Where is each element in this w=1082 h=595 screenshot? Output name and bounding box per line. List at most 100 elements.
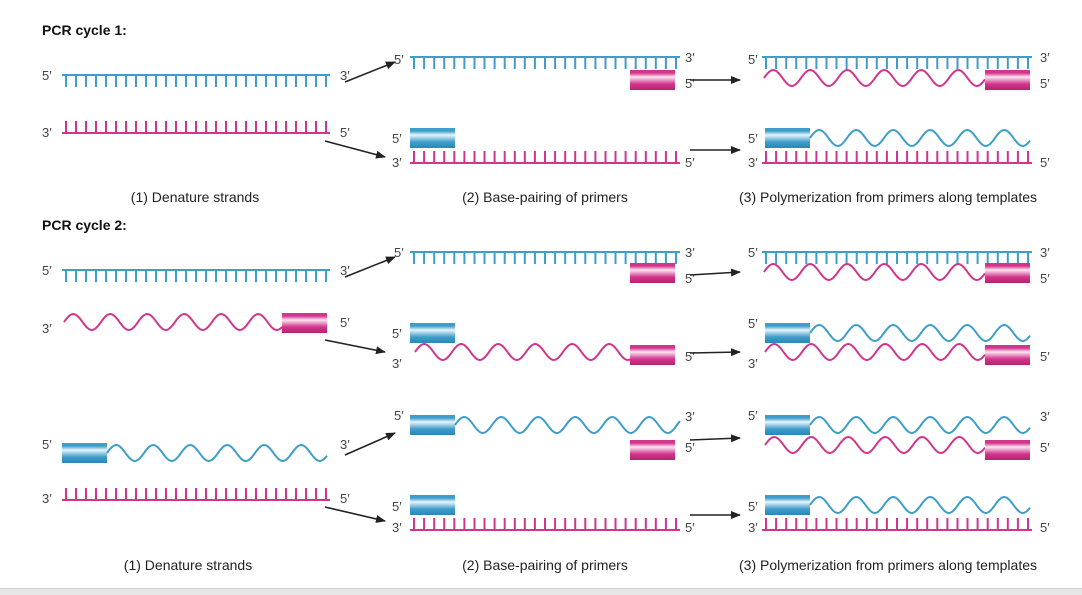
template-wave-blue xyxy=(454,415,681,435)
five-prime-label: 5′ xyxy=(392,326,402,341)
primer-forward xyxy=(410,415,455,435)
arrow-icon xyxy=(689,268,741,277)
five-prime-label: 5′ xyxy=(1040,440,1050,455)
template-strand-top xyxy=(410,251,680,264)
five-prime-label: 5′ xyxy=(685,349,695,364)
primer-forward xyxy=(410,323,455,343)
three-prime-label: 3′ xyxy=(748,356,758,371)
template-strand-top xyxy=(410,56,680,69)
primer-reverse xyxy=(282,313,327,333)
template-strand-bottom xyxy=(410,518,680,531)
primer-forward xyxy=(765,128,810,148)
five-prime-label: 5′ xyxy=(394,52,404,67)
arrow-icon xyxy=(344,432,396,456)
three-prime-label: 3′ xyxy=(392,356,402,371)
template-strand-bottom xyxy=(62,121,330,134)
template-strand-top xyxy=(762,56,1032,69)
new-strand-blue xyxy=(809,495,1031,515)
template-strand-bottom xyxy=(410,151,680,164)
primer-forward xyxy=(765,495,810,515)
three-prime-label: 3′ xyxy=(42,125,52,140)
primer-forward xyxy=(410,495,455,515)
three-prime-label: 3′ xyxy=(392,520,402,535)
three-prime-label: 3′ xyxy=(685,245,695,260)
three-prime-label: 3′ xyxy=(340,68,350,83)
three-prime-label: 3′ xyxy=(42,321,52,336)
arrow-icon xyxy=(689,348,741,357)
five-prime-label: 5′ xyxy=(685,440,695,455)
caption-step2: (2) Base-pairing of primers xyxy=(462,557,628,573)
five-prime-label: 5′ xyxy=(685,271,695,286)
five-prime-label: 5′ xyxy=(685,155,695,170)
bottom-scroll-border xyxy=(0,588,1082,595)
five-prime-label: 5′ xyxy=(394,245,404,260)
five-prime-label: 5′ xyxy=(340,125,350,140)
five-prime-label: 5′ xyxy=(748,316,758,331)
primer-reverse xyxy=(630,70,675,90)
five-prime-label: 5′ xyxy=(42,263,52,278)
primer-forward xyxy=(62,443,107,463)
five-prime-label: 5′ xyxy=(392,131,402,146)
five-prime-label: 5′ xyxy=(1040,349,1050,364)
template-strand-bottom xyxy=(762,151,1032,164)
template-wave-magenta xyxy=(63,312,283,332)
three-prime-label: 3′ xyxy=(392,155,402,170)
primer-reverse xyxy=(985,70,1030,90)
template-strand-top xyxy=(62,269,330,282)
five-prime-label: 5′ xyxy=(748,52,758,67)
three-prime-label: 3′ xyxy=(340,263,350,278)
primer-forward xyxy=(765,323,810,343)
primer-reverse xyxy=(985,440,1030,460)
caption-step1: (1) Denature strands xyxy=(131,189,259,205)
caption-step3: (3) Polymerization from primers along te… xyxy=(739,557,1037,573)
five-prime-label: 5′ xyxy=(748,499,758,514)
five-prime-label: 5′ xyxy=(1040,271,1050,286)
new-strand-blue xyxy=(809,128,1031,148)
primer-reverse xyxy=(985,263,1030,283)
primer-reverse xyxy=(985,345,1030,365)
new-strand-magenta xyxy=(763,262,986,282)
five-prime-label: 5′ xyxy=(42,437,52,452)
three-prime-label: 3′ xyxy=(42,491,52,506)
template-strand-bottom xyxy=(62,488,330,501)
five-prime-label: 5′ xyxy=(748,245,758,260)
five-prime-label: 5′ xyxy=(394,408,404,423)
five-prime-label: 5′ xyxy=(685,520,695,535)
five-prime-label: 5′ xyxy=(340,315,350,330)
new-strand-blue xyxy=(809,415,1031,435)
template-strand-top xyxy=(762,251,1032,264)
arrow-icon xyxy=(689,434,741,443)
five-prime-label: 5′ xyxy=(1040,155,1050,170)
caption-step2: (2) Base-pairing of primers xyxy=(462,189,628,205)
new-strand-magenta xyxy=(764,435,986,455)
arrow-icon xyxy=(344,61,396,83)
three-prime-label: 3′ xyxy=(748,155,758,170)
template-wave-magenta xyxy=(764,342,986,362)
arrow-icon xyxy=(324,140,386,159)
five-prime-label: 5′ xyxy=(685,76,695,91)
arrow-icon xyxy=(324,506,386,523)
new-strand-blue xyxy=(809,323,1031,343)
arrow-icon xyxy=(324,339,386,355)
five-prime-label: 5′ xyxy=(42,68,52,83)
three-prime-label: 3′ xyxy=(1040,245,1050,260)
template-strand-bottom xyxy=(762,518,1032,531)
new-strand-magenta xyxy=(763,68,986,88)
primer-reverse xyxy=(630,263,675,283)
five-prime-label: 5′ xyxy=(748,131,758,146)
arrow-icon xyxy=(344,256,396,278)
template-wave-magenta xyxy=(414,342,631,362)
five-prime-label: 5′ xyxy=(392,499,402,514)
primer-forward xyxy=(410,128,455,148)
caption-step3: (3) Polymerization from primers along te… xyxy=(739,189,1037,205)
primer-forward xyxy=(765,415,810,435)
five-prime-label: 5′ xyxy=(1040,76,1050,91)
cycle1-title: PCR cycle 1: xyxy=(42,22,127,38)
five-prime-label: 5′ xyxy=(340,491,350,506)
five-prime-label: 5′ xyxy=(748,408,758,423)
three-prime-label: 3′ xyxy=(748,520,758,535)
three-prime-label: 3′ xyxy=(1040,409,1050,424)
three-prime-label: 3′ xyxy=(340,437,350,452)
three-prime-label: 3′ xyxy=(685,50,695,65)
